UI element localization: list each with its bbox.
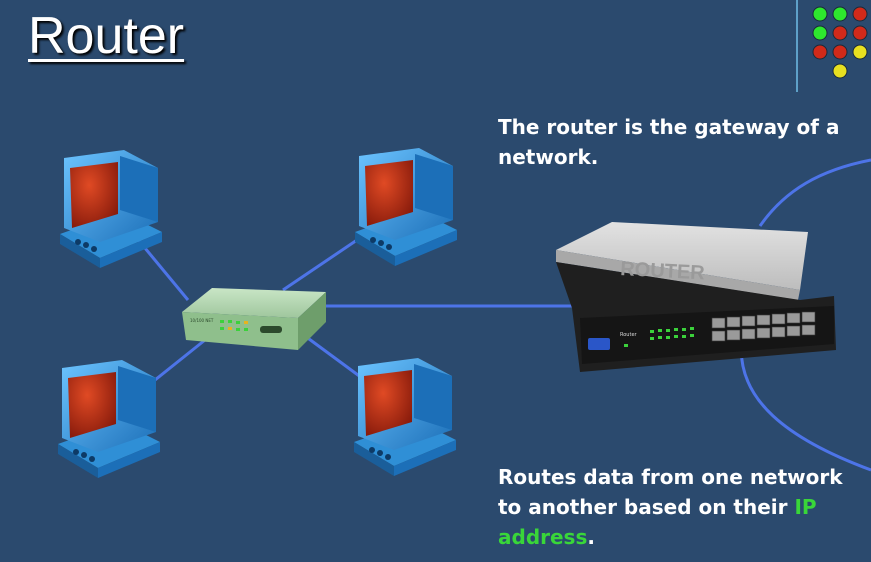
cable-router-lower [739,337,871,472]
router-label: ROUTER [620,258,706,284]
computer-icon [58,360,160,478]
status-light-dot [852,6,868,22]
router-brand: Router [620,332,638,338]
caption-bottom-text: Routes data from one network to another … [498,465,843,519]
cable-switch-to-pc2 [282,236,361,292]
router-device: ROUTER Router [556,222,836,372]
status-light-dot [832,44,848,60]
caption-bottom-end: . [587,525,595,549]
router-leds [624,327,694,347]
accent-divider [796,0,798,92]
status-light-dot [812,6,828,22]
caption-top: The router is the gateway of a network. [498,115,840,169]
status-light-dot [852,44,868,60]
computer-icon [354,358,456,476]
ip-address-highlight: IP address [498,495,817,549]
status-light-dot [832,25,848,41]
computer-icon [355,148,457,266]
cables [133,158,871,472]
cable-switch-to-pc3 [149,334,211,386]
status-light-dot [812,25,828,41]
status-light-dot [852,25,868,41]
status-light-dot [832,6,848,22]
router-port-panel [711,311,816,342]
computer-icon [60,150,162,268]
router-brand-badge [588,338,610,350]
status-light-dot [832,63,848,79]
caption-bottom: Routes data from one network to another … [498,462,858,552]
switch-led-panel [220,320,282,333]
switch-device: 10/100 NET [182,288,326,350]
status-lights [812,6,868,79]
switch-label: 10/100 NET [190,318,214,323]
cable-router-upper [758,158,871,227]
cable-switch-to-pc4 [304,334,363,380]
page-title: Router [28,7,185,65]
status-light-dot [812,44,828,60]
